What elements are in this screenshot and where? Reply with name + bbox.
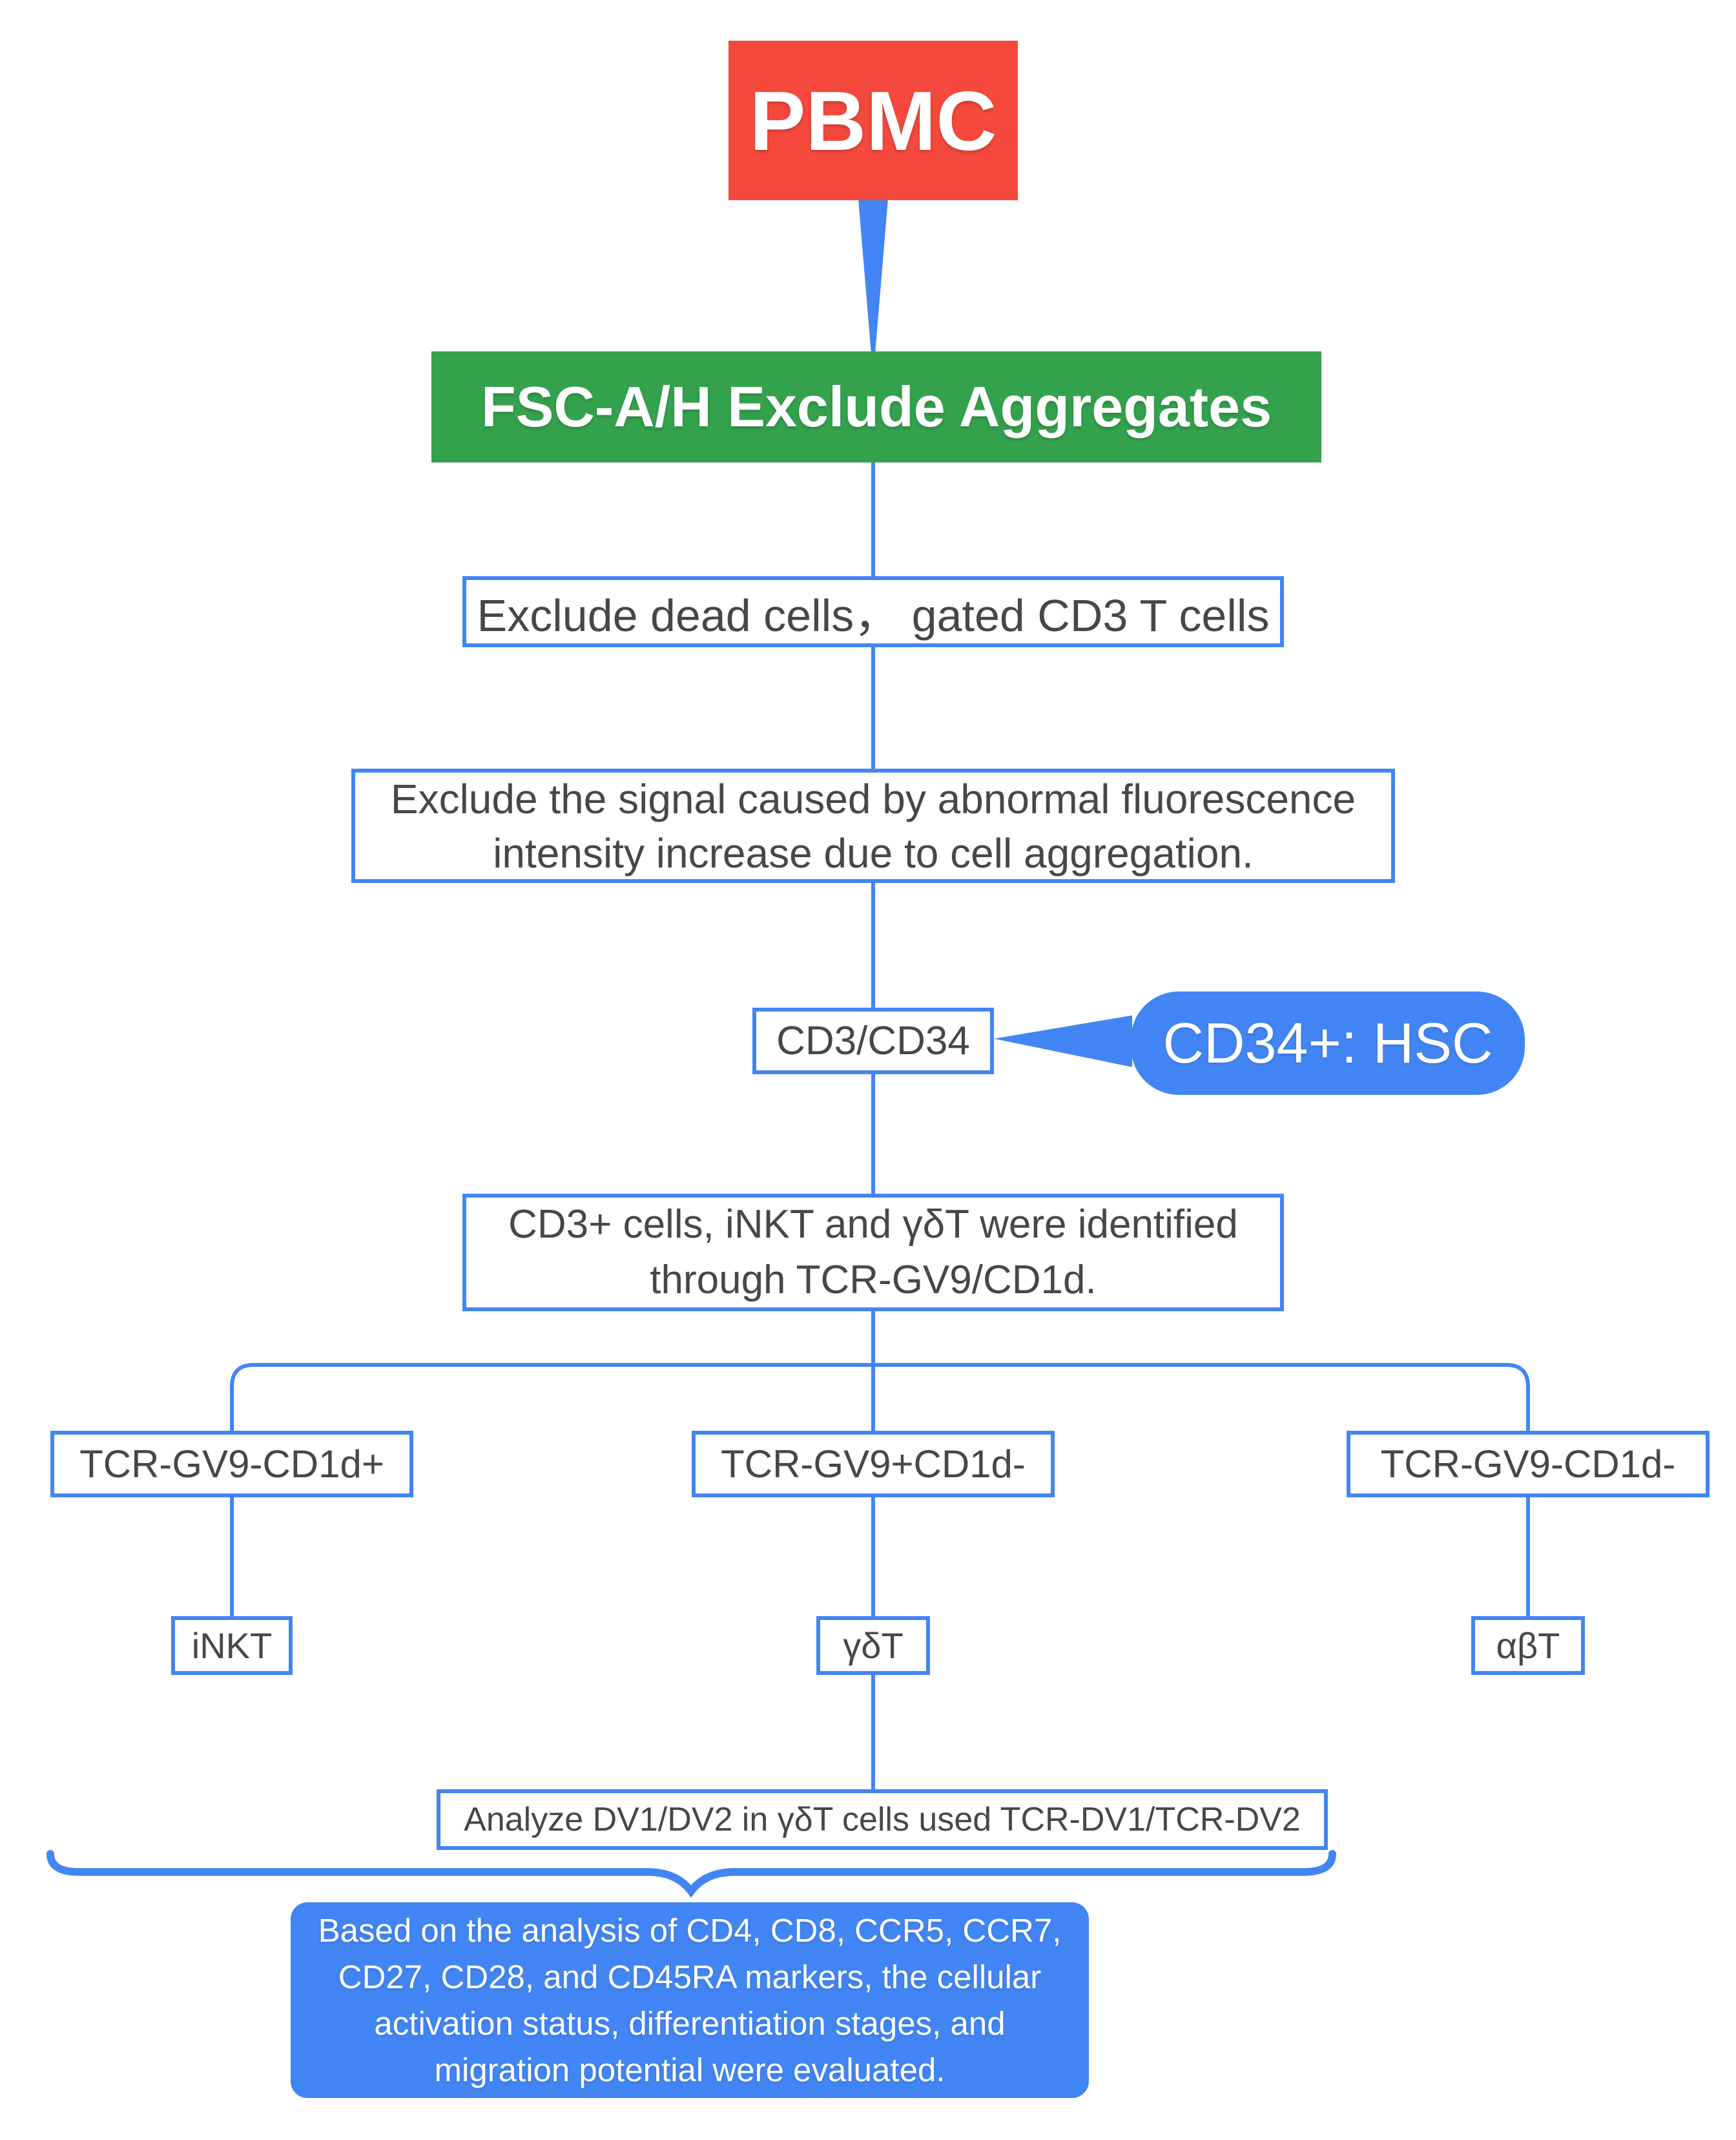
node-analyze-dv: Analyze DV1/DV2 in γδT cells used TCR-DV… (437, 1789, 1328, 1850)
node-abt-label: αβT (1496, 1625, 1560, 1666)
node-analyze-dv-label: Analyze DV1/DV2 in γδT cells used TCR-DV… (464, 1801, 1301, 1838)
node-identify-line2: through TCR-GV9/CD1d. (650, 1258, 1097, 1302)
callout-pointer-icon (994, 1015, 1132, 1067)
callout-cd34-hsc-label: CD34+: HSC (1162, 1011, 1493, 1075)
node-cd3-cd34-label: CD3/CD34 (776, 1019, 970, 1063)
summary-line3: activation status, differentiation stage… (374, 2004, 1006, 2042)
callout-cd34-hsc: CD34+: HSC (1131, 992, 1525, 1095)
summary-line2: CD27, CD28, and CD45RA markers, the cell… (338, 1958, 1042, 1995)
node-exclude-dead-cells: Exclude dead cells， gated CD3 T cells (462, 576, 1284, 647)
node-exclude-signal-line1: Exclude the signal caused by abnormal fl… (390, 775, 1356, 822)
summary-line4: migration potential were evaluated. (434, 2051, 946, 2088)
node-gate-tcr-gv9-cd1d-pos-label: TCR-GV9-CD1d+ (79, 1442, 384, 1486)
node-cd3-cd34: CD3/CD34 (752, 1008, 994, 1074)
node-gdt: γδT (816, 1616, 930, 1675)
node-gdt-label: γδT (843, 1625, 904, 1666)
node-inkt: iNKT (171, 1616, 293, 1675)
node-fsc-exclude-aggregates-label: FSC-A/H Exclude Aggregates (480, 375, 1272, 439)
node-exclude-dead-cells-label: Exclude dead cells， gated CD3 T cells (477, 590, 1270, 641)
arrow-pbmc-to-fsc-icon (858, 199, 888, 354)
node-inkt-label: iNKT (191, 1625, 273, 1666)
summary-box: Based on the analysis of CD4, CD8, CCR5,… (291, 1902, 1089, 2098)
node-exclude-signal-line2: intensity increase due to cell aggregati… (493, 829, 1254, 877)
node-pbmc: PBMC (728, 41, 1018, 200)
node-abt: αβT (1471, 1616, 1585, 1675)
node-pbmc-label: PBMC (749, 73, 997, 168)
node-identify-line1: CD3+ cells, iNKT and γδT were identified (508, 1202, 1238, 1247)
node-fsc-exclude-aggregates: FSC-A/H Exclude Aggregates (431, 351, 1321, 462)
node-gate-tcr-gv9-cd1d-pos: TCR-GV9-CD1d+ (50, 1431, 413, 1497)
curly-brace-icon (46, 1850, 1336, 1898)
node-gate-tcr-gv9pos-cd1d-neg: TCR-GV9+CD1d- (692, 1431, 1055, 1497)
node-gate-tcr-gv9-cd1d-neg-label: TCR-GV9-CD1d- (1380, 1442, 1676, 1486)
node-gate-tcr-gv9pos-cd1d-neg-label: TCR-GV9+CD1d- (721, 1442, 1026, 1486)
node-gate-tcr-gv9-cd1d-neg: TCR-GV9-CD1d- (1347, 1431, 1710, 1497)
branch-rail (230, 1363, 1530, 1431)
summary-line1: Based on the analysis of CD4, CD8, CCR5,… (318, 1911, 1062, 1949)
node-exclude-signal: Exclude the signal caused by abnormal fl… (351, 769, 1395, 883)
node-identify-inkt-gdt: CD3+ cells, iNKT and γδT were identified… (462, 1194, 1284, 1311)
